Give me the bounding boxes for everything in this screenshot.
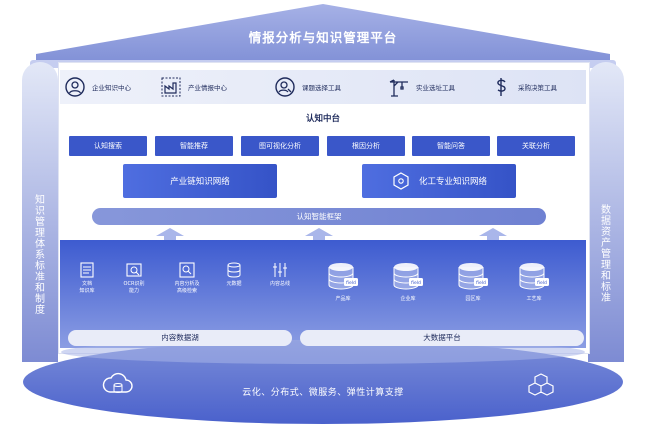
tool-enterprise-knowledge: 企业知识中心 <box>64 70 131 104</box>
tool-label: 企业知识中心 <box>92 84 131 92</box>
right-pillar <box>588 62 624 362</box>
source-document-kb: 文档 知识库 <box>65 262 109 294</box>
user-circle-icon <box>65 77 85 97</box>
database-icon <box>227 262 241 278</box>
tool-label: 采购决策工具 <box>518 84 557 92</box>
service-cognitive-search: 认知搜索 <box>69 136 147 156</box>
right-pillar-label: 数据资产管理和标准 <box>601 205 611 304</box>
tools-row <box>60 70 586 104</box>
source-label: OCR识别 能力 <box>123 281 145 294</box>
tool-topic-selection: 课题选择工具 <box>274 70 341 104</box>
field-badge: field <box>346 280 356 286</box>
field-badge: field <box>411 280 421 286</box>
field-badge: field <box>476 280 486 286</box>
database-stack-icon: field <box>519 263 549 290</box>
bus-icon <box>273 263 287 277</box>
content-data-lake: 内容数据湖 <box>68 330 292 346</box>
database-stack-icon: field <box>393 263 423 290</box>
field-badge: field <box>537 280 547 286</box>
up-arrow-icon <box>479 228 507 242</box>
document-icon <box>80 262 94 278</box>
source-label: 元数据 <box>226 281 242 287</box>
factory-icon <box>161 77 181 97</box>
db-products: field 产品库 <box>323 262 363 302</box>
db-parks: field 园区库 <box>453 262 493 302</box>
network-label: 产业链知识网络 <box>170 177 230 187</box>
center-title: 认知中台 <box>305 114 340 124</box>
tool-label: 产业情报中心 <box>188 84 227 92</box>
tool-label: 课题选择工具 <box>302 84 341 92</box>
platform-title: 情报分析与知识管理平台 <box>248 30 398 45</box>
database-stack-icon: field <box>328 263 358 290</box>
search-doc-icon <box>179 262 195 278</box>
source-ocr: OCR识别 能力 <box>112 262 156 294</box>
base-platform-label: 云化、分布式、微服务、弹性计算支撑 <box>242 388 404 398</box>
source-content-analysis: 内容分析及 高级检索 <box>165 262 209 294</box>
up-arrow-icon <box>305 228 333 242</box>
source-label: 文档 知识库 <box>79 281 95 294</box>
source-label: 内容总线 <box>269 281 290 287</box>
left-pillar-label: 知识管理体系标准和制度 <box>35 195 45 316</box>
source-content-bus: 内容总线 <box>258 262 302 288</box>
cloud-database-icon <box>102 372 133 394</box>
database-stack-icon: field <box>458 263 488 290</box>
db-label: 产品库 <box>335 296 351 302</box>
industry-chain-network: 产业链知识网络 <box>123 164 277 198</box>
up-arrow-icon <box>156 228 184 242</box>
tool-site-selection: 实业选址工具 <box>388 70 455 104</box>
left-pillar <box>22 62 58 362</box>
service-root-cause: 根因分析 <box>327 136 405 156</box>
db-enterprises: field 企业库 <box>388 262 428 302</box>
user-search-icon <box>275 77 295 97</box>
cognitive-framework-bar: 认知智能框架 <box>92 208 546 225</box>
hexagon-network-icon <box>393 172 409 190</box>
chemical-knowledge-network: 化工专业知识网络 <box>362 164 516 198</box>
big-data-platform: 大数据平台 <box>300 330 584 346</box>
service-smart-recommend: 智能推荐 <box>155 136 233 156</box>
service-association: 关联分析 <box>497 136 575 156</box>
service-smart-qa: 智能问答 <box>412 136 490 156</box>
cubes-icon <box>528 373 554 396</box>
db-label: 工艺库 <box>526 296 542 302</box>
dollar-icon <box>497 78 506 96</box>
network-label: 化工专业知识网络 <box>418 177 487 187</box>
ocr-icon <box>126 263 142 277</box>
tool-procurement: 采购决策工具 <box>490 70 557 104</box>
source-label: 内容分析及 高级检索 <box>174 281 200 294</box>
source-metadata: 元数据 <box>212 262 256 288</box>
db-processes: field 工艺库 <box>514 262 554 302</box>
crane-icon <box>389 79 408 97</box>
tool-industry-intel: 产业情报中心 <box>160 70 227 104</box>
db-label: 企业库 <box>400 296 416 302</box>
service-graph-visualization: 图可视化分析 <box>241 136 319 156</box>
tool-label: 实业选址工具 <box>416 84 455 92</box>
db-label: 园区库 <box>465 296 481 302</box>
base-platform <box>23 340 623 424</box>
